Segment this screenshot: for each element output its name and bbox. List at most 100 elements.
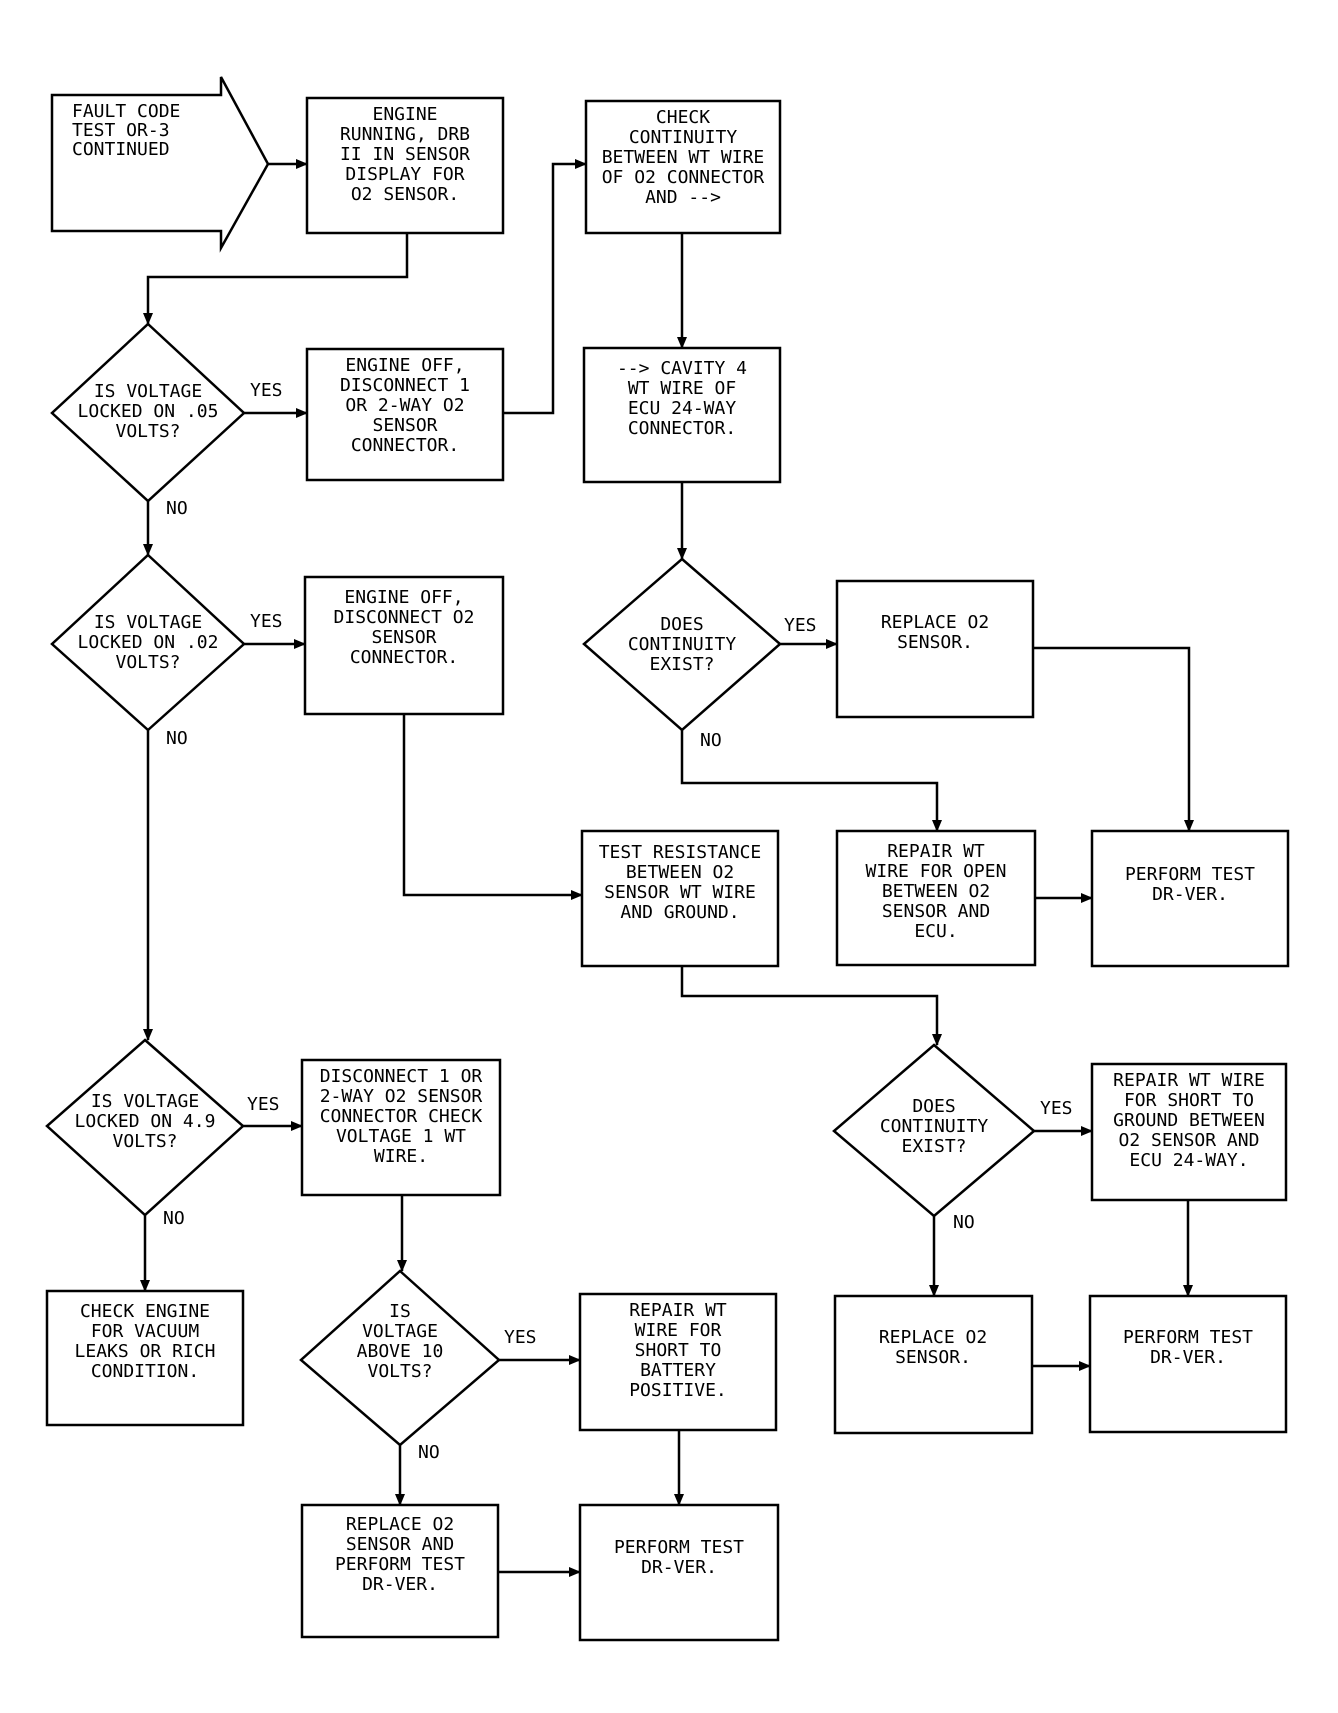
q-continuity-2-line: DOES	[912, 1096, 955, 1117]
repair-open-line: REPAIR WT	[887, 841, 985, 862]
label-no-002: NO	[166, 728, 188, 749]
engine-running-line: ENGINE	[372, 104, 437, 125]
check-continuity-line: AND -->	[645, 187, 721, 208]
diamond-q10	[299, 1269, 501, 1447]
repair-open-line: ECU.	[914, 921, 957, 942]
box-cavity-4	[582, 346, 782, 484]
disconnect-check-line: VOLTAGE 1 WT	[336, 1126, 466, 1147]
diamond-q002	[50, 553, 246, 732]
label-no-cont2: NO	[953, 1212, 975, 1233]
check-continuity-line: CONTINUITY	[629, 127, 738, 148]
replace-o2-2-line: REPLACE O2	[879, 1327, 987, 1348]
q-002-line: VOLTS?	[115, 652, 180, 673]
box-repair-ground	[1090, 1062, 1288, 1202]
diamond-qcont2	[832, 1043, 1036, 1218]
perform-2-line: PERFORM TEST	[1123, 1327, 1253, 1348]
q-10-line: ABOVE 10	[357, 1341, 444, 1362]
replace-o2-1-line: REPLACE O2	[881, 612, 989, 633]
perform-1-line: PERFORM TEST	[1125, 864, 1255, 885]
repair-open-line: BETWEEN O2	[882, 881, 990, 902]
cavity-4-line: CONNECTOR.	[628, 418, 736, 439]
repair-battery-line: BATTERY	[640, 1360, 716, 1381]
q-49-line: IS VOLTAGE	[91, 1091, 199, 1112]
replace-perform-line: DR-VER.	[362, 1574, 438, 1595]
label-yes-10: YES	[504, 1327, 537, 1348]
repair-ground-line: REPAIR WT WIRE	[1113, 1070, 1265, 1091]
q-10-line: IS	[389, 1301, 411, 1322]
label-no-005: NO	[166, 498, 188, 519]
box-engine-running	[305, 96, 505, 235]
engine-running-line: II IN SENSOR	[340, 144, 470, 165]
engine-running-line: DISPLAY FOR	[345, 164, 464, 185]
replace-o2-1-line: SENSOR.	[897, 632, 973, 653]
engine-off-2-line: ENGINE OFF,	[344, 587, 463, 608]
start-line: TEST OR-3	[72, 120, 170, 141]
perform-3-line: DR-VER.	[641, 1557, 717, 1578]
repair-battery-line: POSITIVE.	[629, 1380, 727, 1401]
test-resistance-line: SENSOR WT WIRE	[604, 882, 756, 903]
q-continuity-2-line: CONTINUITY	[880, 1116, 989, 1137]
box-replace-o2-1	[835, 579, 1035, 719]
test-resistance-line: AND GROUND.	[620, 902, 739, 923]
connector-engine-running-to-q005	[143, 233, 409, 325]
replace-o2-2-line: SENSOR.	[895, 1347, 971, 1368]
q-002-line: LOCKED ON .02	[78, 632, 219, 653]
label-yes-002: YES	[250, 611, 283, 632]
q-005-line: VOLTS?	[115, 421, 180, 442]
q-10-line: VOLTS?	[367, 1361, 432, 1382]
box-perform-2	[1088, 1294, 1288, 1434]
check-vacuum-line: CHECK ENGINE	[80, 1301, 210, 1322]
start-line: CONTINUED	[72, 139, 170, 160]
q-005-line: LOCKED ON .05	[78, 401, 219, 422]
check-vacuum-line: CONDITION.	[91, 1361, 199, 1382]
engine-off-1-line: DISCONNECT 1	[340, 375, 470, 396]
q-continuity-1-line: CONTINUITY	[628, 634, 737, 655]
repair-open-line: WIRE FOR OPEN	[866, 861, 1007, 882]
q-10-line: VOLTAGE	[362, 1321, 438, 1342]
connector-engine-off2-to-test-resistance	[402, 714, 583, 900]
connector-qcont1-no	[680, 730, 942, 832]
start-line: FAULT CODE	[72, 101, 180, 122]
connectors	[140, 159, 1194, 1577]
q-49-line: LOCKED ON 4.9	[75, 1111, 216, 1132]
diamond-q005	[50, 322, 246, 503]
engine-off-2-line: DISCONNECT O2	[334, 607, 475, 628]
repair-ground-line: GROUND BETWEEN	[1113, 1110, 1265, 1131]
check-vacuum-line: FOR VACUUM	[91, 1321, 200, 1342]
q-continuity-1-line: EXIST?	[649, 654, 714, 675]
box-disconnect-check	[300, 1058, 502, 1197]
connector-engine-off1-to-check-continuity	[503, 159, 587, 415]
check-continuity-line: OF O2 CONNECTOR	[602, 167, 765, 188]
engine-off-1-line: ENGINE OFF,	[345, 355, 464, 376]
check-continuity-line: BETWEEN WT WIRE	[602, 147, 765, 168]
check-vacuum-line: LEAKS OR RICH	[75, 1341, 216, 1362]
connector-replace-o2-1-to-perform1	[1033, 646, 1194, 832]
box-engine-off-1	[305, 347, 505, 482]
cavity-4-line: WT WIRE OF	[628, 378, 736, 399]
box-replace-o2-2	[833, 1294, 1034, 1435]
diamond-qcont1	[582, 557, 782, 732]
engine-off-2-line: SENSOR	[371, 627, 436, 648]
repair-battery-line: REPAIR WT	[629, 1300, 727, 1321]
label-no-cont1: NO	[700, 730, 722, 751]
perform-2-line: DR-VER.	[1150, 1347, 1226, 1368]
start-block-arrow	[50, 76, 270, 253]
repair-ground-line: O2 SENSOR AND	[1119, 1130, 1260, 1151]
